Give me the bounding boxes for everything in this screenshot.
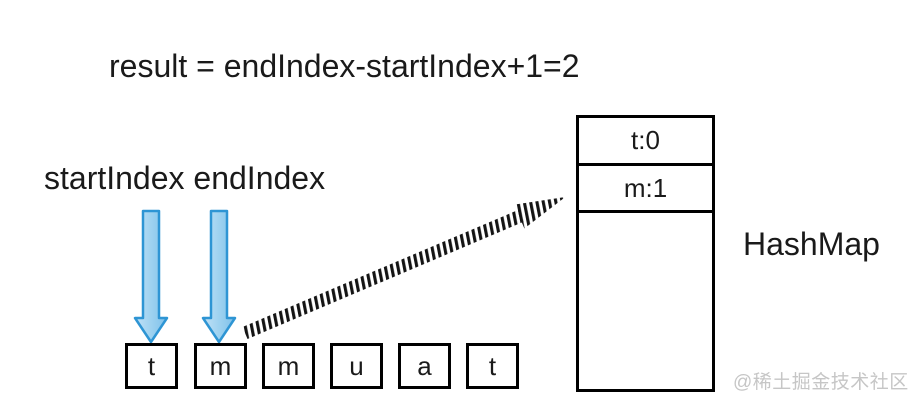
hashmap-entry: t:0 <box>579 118 712 166</box>
result-formula: result = endIndex-startIndex+1=2 <box>109 48 580 84</box>
array-cell: t <box>466 343 519 389</box>
array-cell-char: u <box>349 350 364 381</box>
pointer-labels: startIndex endIndex <box>44 160 326 196</box>
array-cell: m <box>262 343 315 389</box>
array-cell: t <box>125 343 178 389</box>
hashmap-entry-text: t:0 <box>631 125 660 155</box>
array-cell-char: a <box>417 350 432 381</box>
hashmap-title: HashMap <box>743 226 880 262</box>
array-cell-char: m <box>209 350 232 381</box>
end-index-down-arrow-icon <box>201 209 237 344</box>
array-cell: u <box>330 343 383 389</box>
array-cell-char: t <box>488 350 497 381</box>
array-cell-char: t <box>147 350 156 381</box>
hashmap-entry: m:1 <box>579 166 712 213</box>
start-index-down-arrow-icon <box>133 209 169 344</box>
hashmap-table: t:0 m:1 <box>576 115 715 392</box>
array-cell: m <box>194 343 247 389</box>
hashmap-pointer-arrow-icon <box>242 197 566 339</box>
array-cell: a <box>398 343 451 389</box>
watermark: @稀土掘金技术社区 <box>733 372 909 393</box>
array-cell-char: m <box>277 350 300 381</box>
hashmap-entry-text: m:1 <box>623 172 668 203</box>
